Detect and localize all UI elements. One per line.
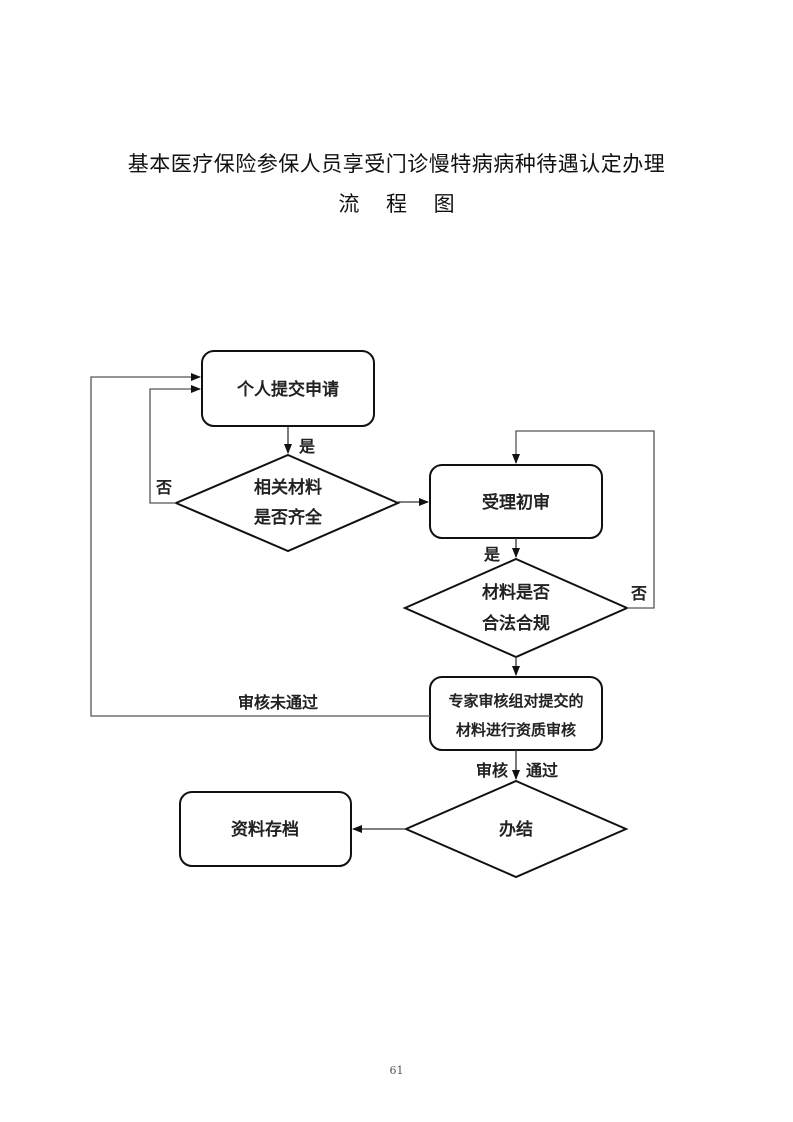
edge-expert-fail <box>90 373 430 717</box>
node-expert-review-line1: 专家审核组对提交的 <box>448 692 583 710</box>
node-check-complete-line2: 是否齐全 <box>254 507 323 528</box>
edge-label-pass-left: 审核 <box>476 761 508 780</box>
document-title: 基本医疗保险参保人员享受门诊慢特病病种待遇认定办理 <box>127 152 666 176</box>
node-archive: 资料存档 <box>179 791 352 867</box>
node-expert-review: 专家审核组对提交的 材料进行资质审核 <box>429 676 603 751</box>
page-number: 61 <box>389 1064 404 1077</box>
edge-label-no-2: 否 <box>630 584 647 603</box>
document-subtitle: 流 程 图 <box>338 192 465 216</box>
node-submit-label: 个人提交申请 <box>236 379 339 400</box>
edge-check-complete-no <box>149 385 201 504</box>
node-complete: 办结 <box>403 779 629 879</box>
node-complete-label: 办结 <box>499 819 533 840</box>
edge-label-no-1: 否 <box>155 478 172 497</box>
node-check-legal-line2: 合法合规 <box>482 613 550 634</box>
edge-label-yes-2: 是 <box>483 545 500 564</box>
node-check-complete-line1: 相关材料 <box>254 477 322 498</box>
edge-check-legal-no <box>512 430 655 609</box>
node-check-legal-line1: 材料是否 <box>482 582 550 603</box>
node-expert-review-line2: 材料进行资质审核 <box>456 721 576 739</box>
node-archive-label: 资料存档 <box>231 819 299 840</box>
node-submit-application: 个人提交申请 <box>201 350 375 427</box>
edge-label-pass-right: 通过 <box>526 761 558 780</box>
edge-label-expert-fail: 审核未通过 <box>238 693 318 712</box>
node-check-legal: 材料是否 合法合规 <box>402 557 630 659</box>
node-initial-review: 受理初审 <box>429 464 603 539</box>
node-check-complete: 相关材料 是否齐全 <box>173 453 401 553</box>
node-initial-review-label: 受理初审 <box>482 492 550 513</box>
edge-label-yes-1: 是 <box>298 437 315 456</box>
